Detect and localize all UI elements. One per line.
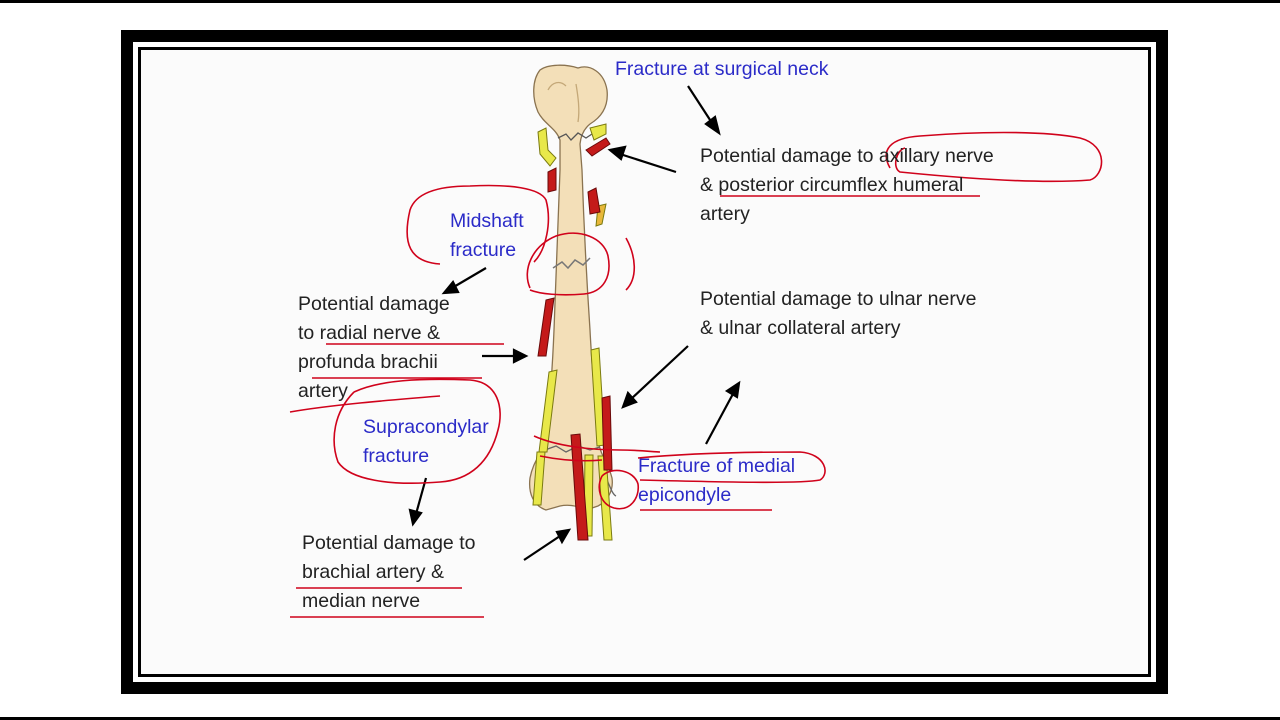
label-supracondylar-fracture: Supracondylar fracture [363,416,489,467]
label-midshaft-damage: Potential damage to radial nerve & profu… [298,293,450,402]
arrows [408,85,741,561]
surgical-neck-fracture-line [557,132,593,141]
label-surgical-neck-damage: Potential damage to axillary nerve & pos… [700,145,994,225]
label-surgical-neck-fracture: Fracture at surgical neck [615,58,829,80]
screen-border-top [0,0,1280,3]
screen-border-bottom [0,717,1280,720]
label-midshaft-fracture: Midshaft fracture [450,210,524,261]
slide-canvas [141,50,1148,674]
label-medial-epicondyle-fracture: Fracture of medial epicondyle [638,455,796,506]
annotation-ink [289,131,1103,618]
label-supracondylar-damage: Potential damage to brachial artery & me… [302,532,476,612]
midshaft-fracture-line [552,257,591,270]
label-medial-epicondyle-damage: Potential damage to ulnar nerve & ulnar … [700,288,977,339]
slide-frame [121,30,1168,694]
